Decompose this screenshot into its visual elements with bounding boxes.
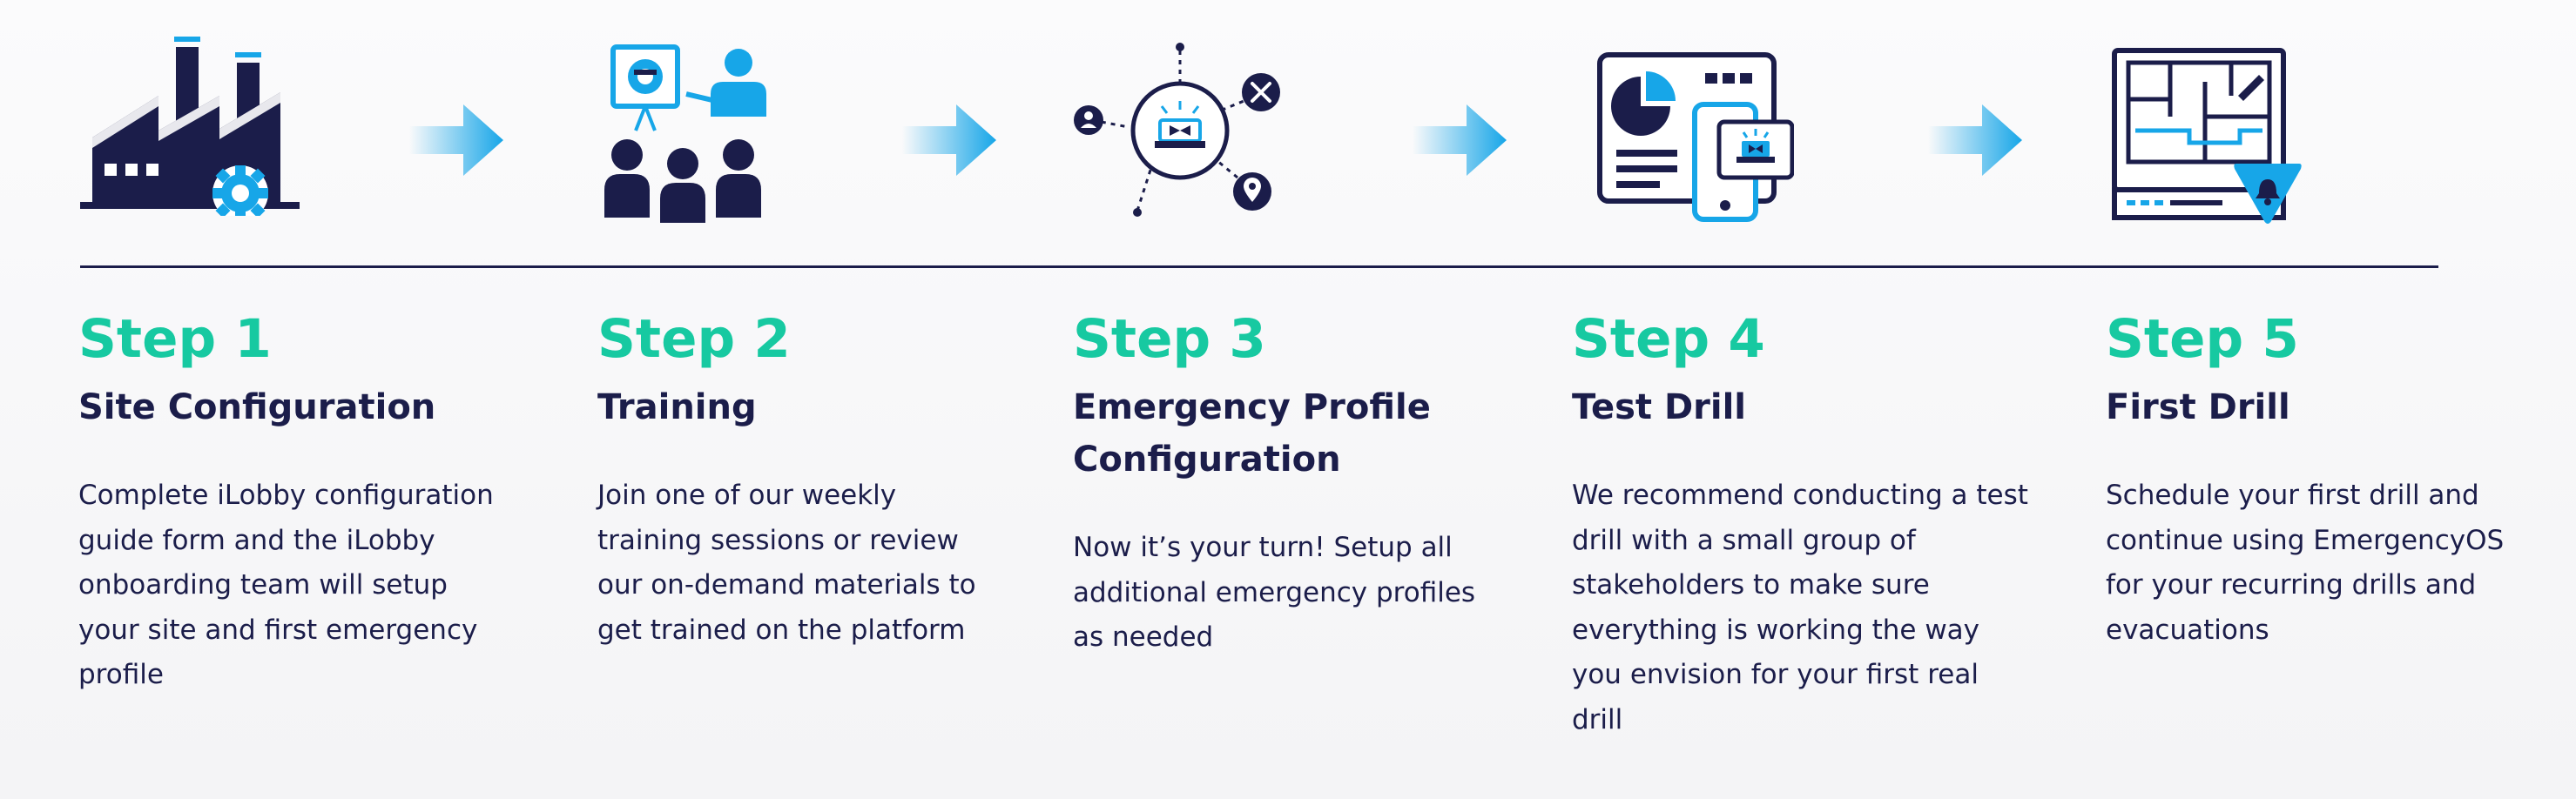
training-presentation-icon bbox=[604, 44, 766, 223]
step-label: Step 4 bbox=[1572, 308, 1765, 370]
step-2: Step 2 Training Join one of our weekly t… bbox=[597, 305, 976, 653]
timeline-divider bbox=[80, 265, 2438, 268]
dashboard-mobile-icon bbox=[1597, 52, 1794, 222]
step-4: Step 4 Test Drill We recommend conductin… bbox=[1572, 305, 2028, 742]
step-description: We recommend conducting a test drill wit… bbox=[1572, 480, 2028, 735]
step-label: Step 3 bbox=[1073, 308, 1266, 370]
step-label: Step 1 bbox=[78, 308, 272, 370]
step-label: Step 5 bbox=[2106, 308, 2299, 370]
step-1: Step 1 Site Configuration Complete iLobb… bbox=[78, 305, 494, 698]
step-3: Step 3 Emergency Profile Configuration N… bbox=[1073, 305, 1475, 661]
step-description: Join one of our weekly training sessions… bbox=[597, 480, 976, 646]
emergency-network-icon bbox=[1074, 43, 1280, 217]
step-label: Step 2 bbox=[597, 308, 791, 370]
arrow-right-icon bbox=[902, 104, 996, 176]
step-title: Emergency Profile Configuration bbox=[1073, 387, 1431, 480]
arrow-right-icon bbox=[409, 104, 503, 176]
step-description: Complete iLobby configuration guide form… bbox=[78, 480, 494, 690]
floorplan-alert-icon bbox=[2112, 48, 2302, 224]
step-5: Step 5 First Drill Schedule your first d… bbox=[2106, 305, 2504, 653]
step-description: Schedule your first drill and continue u… bbox=[2106, 480, 2505, 646]
arrow-right-icon bbox=[1928, 104, 2022, 176]
step-title: Test Drill bbox=[1572, 387, 1747, 427]
step-description: Now it’s your turn! Setup all additional… bbox=[1073, 532, 1476, 653]
step-title: First Drill bbox=[2106, 387, 2290, 427]
step-title: Training bbox=[597, 387, 757, 427]
arrow-right-icon bbox=[1413, 104, 1507, 176]
factory-gear-icon bbox=[80, 37, 300, 216]
step-title: Site Configuration bbox=[78, 387, 436, 427]
